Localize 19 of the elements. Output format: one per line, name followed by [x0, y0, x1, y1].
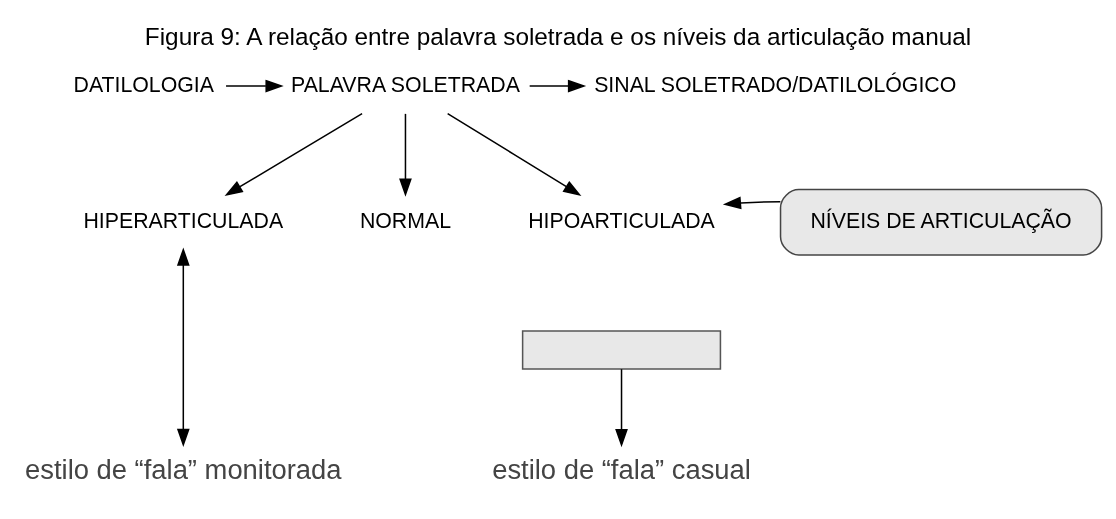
node-text: HIPERARTICULADA: [83, 208, 284, 233]
arrow: [446, 112, 582, 196]
node-text: estilo de “fala” casual: [492, 454, 751, 486]
arrow: [615, 368, 628, 448]
node-text: PALAVRA SOLETRADA: [291, 72, 520, 97]
node-text: DATILOLOGIA: [73, 72, 214, 97]
diagram-title: Figura 9: A relação entre palavra soletrada e os níveis da articulação manual: [144, 22, 972, 50]
node-text: estilo de “fala” monitorada: [25, 454, 342, 486]
arrow: [528, 79, 587, 93]
node-text: NORMAL: [359, 208, 452, 233]
node-box: NÍVEIS DE ARTICULAÇÃO: [779, 188, 1103, 256]
node-box: [521, 330, 722, 370]
node-text: HIPOARTICULADA: [528, 208, 715, 233]
arrow: [224, 112, 363, 196]
arrow: [225, 79, 284, 93]
arrow: [176, 247, 190, 447]
arrow: [399, 113, 412, 197]
node-text: SINAL SOLETRADO/DATILOLÓGICO: [594, 72, 957, 97]
arrow: [722, 196, 782, 210]
